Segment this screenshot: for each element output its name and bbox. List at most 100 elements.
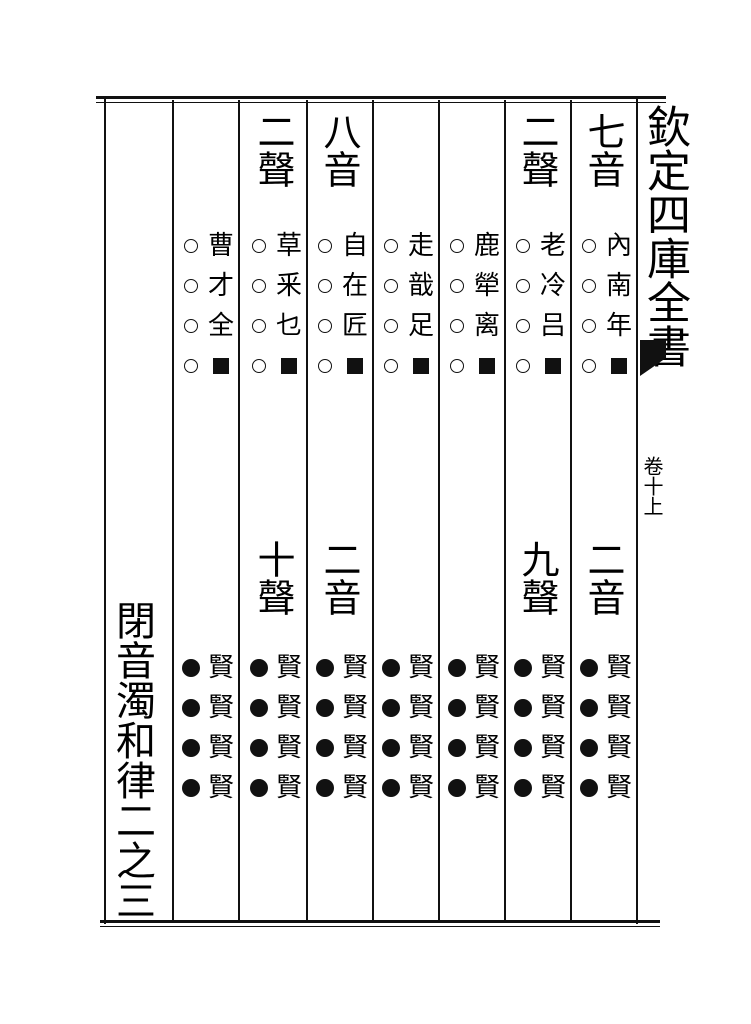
rhyme-character: 南 bbox=[605, 271, 632, 301]
open-circle-mark bbox=[244, 346, 274, 386]
square-icon bbox=[479, 358, 495, 374]
square-icon bbox=[213, 358, 229, 374]
open-circle-mark bbox=[508, 306, 538, 346]
circle-icon bbox=[384, 279, 398, 293]
dot-column bbox=[244, 648, 274, 808]
rhyme-character: 年 bbox=[605, 311, 632, 341]
rhyme-character: 冷 bbox=[539, 271, 566, 301]
bottom-heading: 十聲 bbox=[251, 540, 295, 616]
top-heading: 八音 bbox=[317, 112, 361, 188]
filled-dot-mark bbox=[244, 688, 274, 728]
rhyme-character: 草 bbox=[275, 231, 302, 261]
circle-icon bbox=[384, 359, 398, 373]
volume-label: 卷十上 bbox=[640, 456, 664, 516]
circle-icon bbox=[450, 359, 464, 373]
open-circle-mark bbox=[310, 306, 340, 346]
filled-dot-mark bbox=[244, 728, 274, 768]
square-icon bbox=[611, 358, 627, 374]
open-circle-mark bbox=[244, 306, 274, 346]
open-circle-mark bbox=[310, 346, 340, 386]
mark-column bbox=[508, 226, 538, 386]
bottom-character-column: 賢賢賢賢 bbox=[604, 648, 634, 808]
open-circle-mark bbox=[376, 306, 406, 346]
dot-icon bbox=[250, 659, 268, 677]
circle-icon bbox=[184, 359, 198, 373]
bottom-character: 賢 bbox=[407, 693, 434, 723]
rhyme-character: 老 bbox=[539, 231, 566, 261]
filled-dot-mark bbox=[574, 728, 604, 768]
right-border bbox=[636, 96, 638, 924]
filled-dot-mark bbox=[442, 728, 472, 768]
open-circle-mark bbox=[310, 226, 340, 266]
character-column: 鹿犖离 bbox=[472, 226, 502, 386]
circle-icon bbox=[252, 239, 266, 253]
circle-icon bbox=[582, 239, 596, 253]
open-circle-mark bbox=[176, 306, 206, 346]
filled-dot-mark bbox=[442, 688, 472, 728]
open-circle-mark bbox=[244, 226, 274, 266]
open-circle-mark bbox=[508, 266, 538, 306]
top-rule bbox=[96, 96, 666, 99]
filled-dot-mark bbox=[442, 768, 472, 808]
top-rule-thin bbox=[96, 102, 666, 103]
filled-dot-mark bbox=[442, 648, 472, 688]
open-circle-mark bbox=[574, 306, 604, 346]
rhyme-character: 足 bbox=[407, 311, 434, 341]
bottom-character: 賢 bbox=[539, 693, 566, 723]
bottom-character: 賢 bbox=[407, 653, 434, 683]
open-circle-mark bbox=[376, 226, 406, 266]
dot-icon bbox=[182, 779, 200, 797]
rhyme-character: 吕 bbox=[539, 311, 566, 341]
bottom-character: 賢 bbox=[207, 773, 234, 803]
rhyme-character: 匠 bbox=[341, 311, 368, 341]
character-column: 內南年 bbox=[604, 226, 634, 386]
filled-dot-mark bbox=[310, 768, 340, 808]
bottom-character: 賢 bbox=[605, 653, 632, 683]
mark-column bbox=[574, 226, 604, 386]
circle-icon bbox=[582, 319, 596, 333]
bottom-character: 賢 bbox=[407, 733, 434, 763]
bottom-character: 賢 bbox=[473, 773, 500, 803]
character-column: 曹才全 bbox=[206, 226, 236, 386]
rhyme-character: 离 bbox=[473, 311, 500, 341]
dot-column bbox=[376, 648, 406, 808]
bottom-character-column: 賢賢賢賢 bbox=[538, 648, 568, 808]
mark-column bbox=[244, 226, 274, 386]
dot-column bbox=[442, 648, 472, 808]
circle-icon bbox=[252, 359, 266, 373]
filled-dot-mark bbox=[244, 768, 274, 808]
dot-icon bbox=[250, 739, 268, 757]
filled-dot-mark bbox=[574, 688, 604, 728]
dot-icon bbox=[448, 739, 466, 757]
rhyme-character: 乜 bbox=[275, 311, 302, 341]
col-divider bbox=[372, 100, 374, 922]
circle-icon bbox=[450, 279, 464, 293]
square-mark bbox=[274, 346, 304, 386]
rhyme-character: 走 bbox=[407, 231, 434, 261]
col-divider bbox=[570, 100, 572, 922]
bottom-heading: 九聲 bbox=[515, 540, 559, 616]
dot-column bbox=[574, 648, 604, 808]
rhyme-character: 在 bbox=[341, 271, 368, 301]
dot-icon bbox=[316, 659, 334, 677]
dot-icon bbox=[382, 659, 400, 677]
rhyme-character: 全 bbox=[207, 311, 234, 341]
circle-icon bbox=[384, 239, 398, 253]
bottom-character: 賢 bbox=[341, 733, 368, 763]
rhyme-character: 釆 bbox=[275, 271, 302, 301]
col-divider bbox=[306, 100, 308, 922]
filled-dot-mark bbox=[176, 648, 206, 688]
bottom-character: 賢 bbox=[207, 733, 234, 763]
bottom-heading: 二音 bbox=[317, 540, 361, 616]
open-circle-mark bbox=[442, 226, 472, 266]
filled-dot-mark bbox=[574, 768, 604, 808]
filled-dot-mark bbox=[508, 688, 538, 728]
dot-icon bbox=[316, 779, 334, 797]
square-mark bbox=[604, 346, 634, 386]
circle-icon bbox=[184, 319, 198, 333]
dot-icon bbox=[250, 699, 268, 717]
dot-icon bbox=[514, 779, 532, 797]
filled-dot-mark bbox=[574, 648, 604, 688]
filled-dot-mark bbox=[244, 648, 274, 688]
